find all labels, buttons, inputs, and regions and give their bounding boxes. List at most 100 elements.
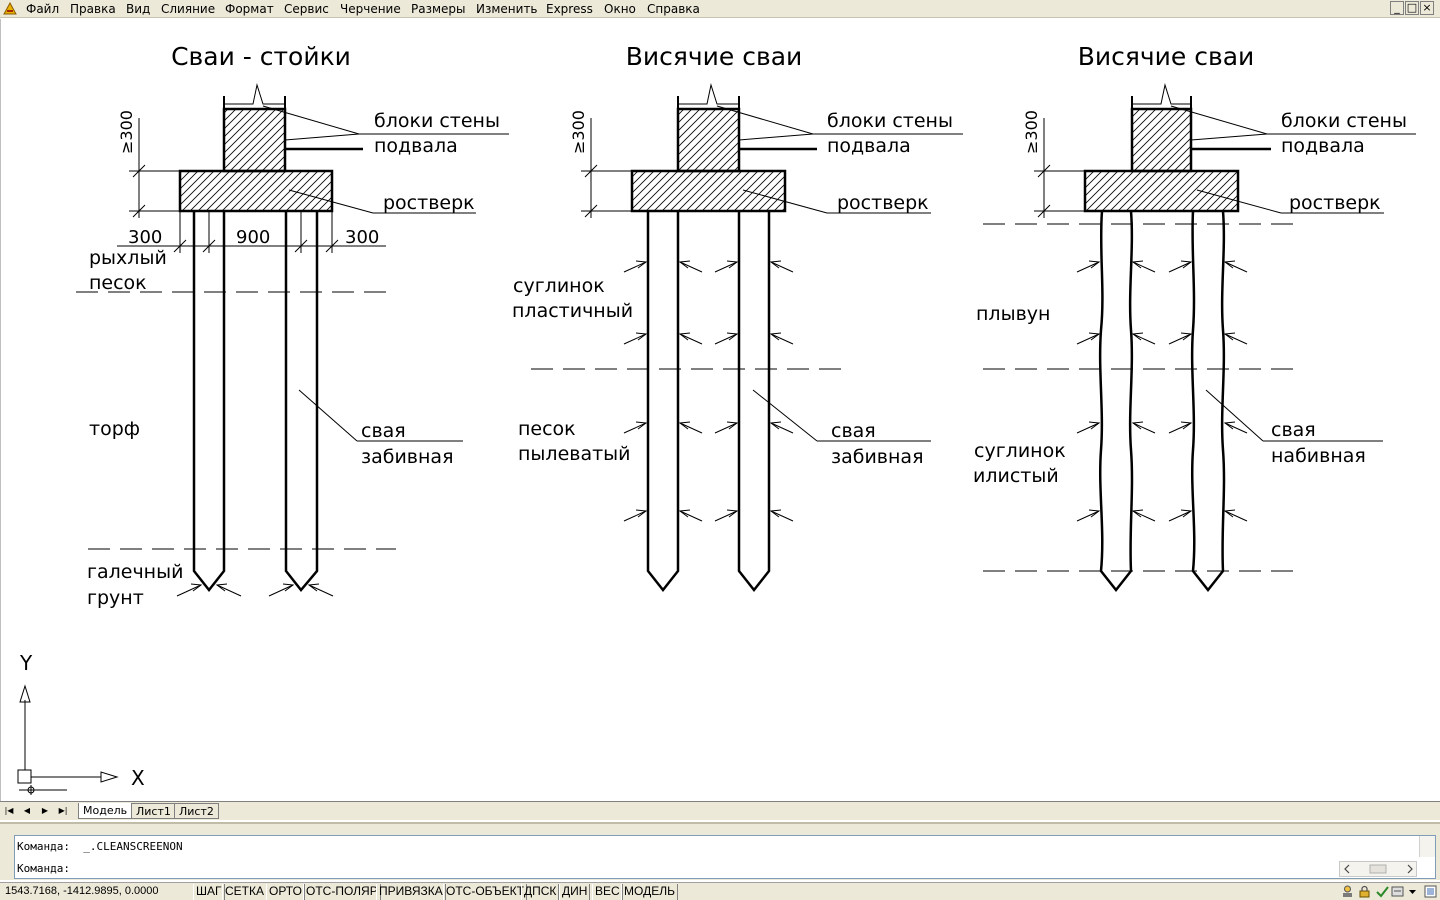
- autocad-app-icon[interactable]: [3, 2, 17, 15]
- friction-arrowhead: [1223, 421, 1236, 430]
- tab-sheet2[interactable]: Лист2: [174, 803, 219, 819]
- minimize-button[interactable]: _: [1390, 1, 1404, 15]
- friction-arrow: [770, 261, 794, 273]
- wall-blocks-label: блоки стены: [1281, 110, 1407, 132]
- friction-arrowhead: [1180, 509, 1193, 518]
- menu-help[interactable]: Справка: [647, 2, 700, 16]
- menu-format[interactable]: Формат: [225, 2, 274, 16]
- command-scrollbar-vertical[interactable]: [1419, 836, 1435, 857]
- menu-tools[interactable]: Сервис: [284, 2, 329, 16]
- menu-merge[interactable]: Слияние: [161, 2, 216, 16]
- menu-bar: Файл Правка Вид Слияние Формат Сервис Че…: [0, 0, 1440, 18]
- command-window[interactable]: Команда: _.CLEANSCREENON Команда:: [14, 835, 1436, 879]
- friction-arrowhead: [678, 421, 691, 430]
- friction-arrow: [1224, 422, 1248, 434]
- friction-arrow: [770, 422, 794, 434]
- command-area: Команда: _.CLEANSCREENON Команда:: [0, 822, 1440, 880]
- friction-arrowhead: [1131, 332, 1144, 341]
- menu-modify[interactable]: Изменить: [476, 2, 538, 16]
- object-tracking-toggle[interactable]: ОТС-ОБЪЕКТ: [443, 884, 527, 900]
- last-tab-icon[interactable]: ▶|: [58, 806, 68, 815]
- soil-label: суглинок: [974, 440, 1066, 462]
- dimension-vertical: [129, 118, 180, 218]
- polar-tracking-toggle[interactable]: ОТС-ПОЛЯР: [303, 884, 381, 900]
- first-tab-icon[interactable]: |◀: [4, 806, 14, 815]
- grillage: [630, 169, 787, 213]
- friction-arrow: [679, 422, 703, 434]
- menu-edit[interactable]: Правка: [70, 2, 116, 16]
- friction-arrowhead: [1180, 260, 1193, 269]
- friction-arrowhead: [635, 421, 648, 430]
- object-snap-toggle[interactable]: ПРИВЯЗКА: [376, 884, 446, 900]
- friction-arrow: [1076, 510, 1100, 522]
- menu-draw[interactable]: Черчение: [340, 2, 401, 16]
- friction-arrow: [1224, 261, 1248, 273]
- menu-view[interactable]: Вид: [126, 2, 151, 16]
- friction-arrowhead: [726, 332, 739, 341]
- communication-center-icon[interactable]: [1376, 885, 1389, 898]
- grillage-label: ростверк: [837, 192, 929, 214]
- close-button[interactable]: ×: [1420, 1, 1434, 15]
- menu-window[interactable]: Окно: [604, 2, 636, 16]
- annotation-scale-icon[interactable]: [1341, 885, 1354, 898]
- wall-blocks-label: блоки стены: [827, 110, 953, 132]
- pile: [192, 211, 319, 593]
- friction-arrowhead: [769, 260, 782, 269]
- soil-label: галечный: [87, 561, 183, 583]
- dimension-text: 300: [345, 227, 379, 248]
- snap-toggle[interactable]: ШАГ: [193, 884, 225, 900]
- tab-model[interactable]: Модель: [78, 803, 133, 819]
- dimension-text: 900: [236, 227, 270, 248]
- tray-settings-icon[interactable]: [1391, 885, 1404, 898]
- friction-arrow: [623, 422, 647, 434]
- tab-sheet1[interactable]: Лист1: [131, 803, 176, 819]
- friction-arrowhead: [1088, 509, 1101, 518]
- soil-label: торф: [89, 418, 140, 440]
- panel-title: Висячие сваи: [626, 42, 803, 71]
- pile-label: набивная: [1271, 445, 1366, 467]
- friction-arrowhead: [635, 509, 648, 518]
- dimension-vertical: [581, 118, 632, 218]
- model-space-toggle[interactable]: МОДЕЛЬ: [621, 884, 678, 900]
- prev-tab-icon[interactable]: ◀: [23, 806, 31, 815]
- dimension-horizontal: [117, 211, 386, 253]
- command-prompt[interactable]: Команда:: [17, 862, 70, 875]
- restore-button[interactable]: □: [1405, 1, 1419, 15]
- command-scrollbar-horizontal[interactable]: [1339, 861, 1417, 877]
- panel-friction-piles-driven: Висячие сваи ≥300 блоки стены: [512, 42, 963, 593]
- menu-express[interactable]: Express: [546, 2, 593, 16]
- soil-label: рыхлый: [89, 247, 167, 269]
- pile-label: забивная: [831, 446, 924, 468]
- dynamic-ucs-toggle[interactable]: ДПСК: [521, 884, 560, 900]
- friction-arrowhead: [1180, 421, 1193, 430]
- panel-end-bearing-piles: Сваи - стойки ≥300: [76, 42, 509, 609]
- clean-screen-icon[interactable]: [1424, 885, 1437, 898]
- grid-toggle[interactable]: СЕТКА: [222, 884, 267, 900]
- dimension-text: ≥300: [569, 110, 588, 154]
- grillage-label: ростверк: [383, 192, 475, 214]
- friction-arrow: [1168, 333, 1192, 345]
- wall-block: [1130, 107, 1193, 173]
- menu-dimension[interactable]: Размеры: [411, 2, 466, 16]
- wall-blocks-label: подвала: [374, 135, 458, 157]
- dimension-text: ≥300: [1022, 110, 1041, 154]
- next-tab-icon[interactable]: ▶: [41, 806, 49, 815]
- dimension-vertical: [1034, 118, 1085, 218]
- friction-arrowhead: [678, 260, 691, 269]
- friction-arrowhead: [1223, 509, 1236, 518]
- friction-arrow: [679, 261, 703, 273]
- ortho-toggle[interactable]: ОРТО: [266, 884, 305, 900]
- pile-label: свая: [361, 420, 406, 442]
- menu-file[interactable]: Файл: [26, 2, 60, 16]
- load-arrows: [176, 583, 334, 597]
- friction-arrow: [1076, 261, 1100, 273]
- friction-arrowhead: [726, 421, 739, 430]
- soil-label: илистый: [973, 465, 1059, 487]
- friction-arrowhead: [1223, 260, 1236, 269]
- lineweight-toggle[interactable]: ВЕС: [592, 884, 623, 900]
- coordinates-display[interactable]: 1543.7168, -1412.9895, 0.0000: [5, 885, 159, 897]
- lock-icon[interactable]: [1358, 885, 1371, 898]
- chevron-down-icon[interactable]: [1406, 885, 1419, 898]
- dynamic-input-toggle[interactable]: ДИН: [559, 884, 591, 900]
- drawing-canvas[interactable]: Сваи - стойки ≥300: [0, 19, 1440, 801]
